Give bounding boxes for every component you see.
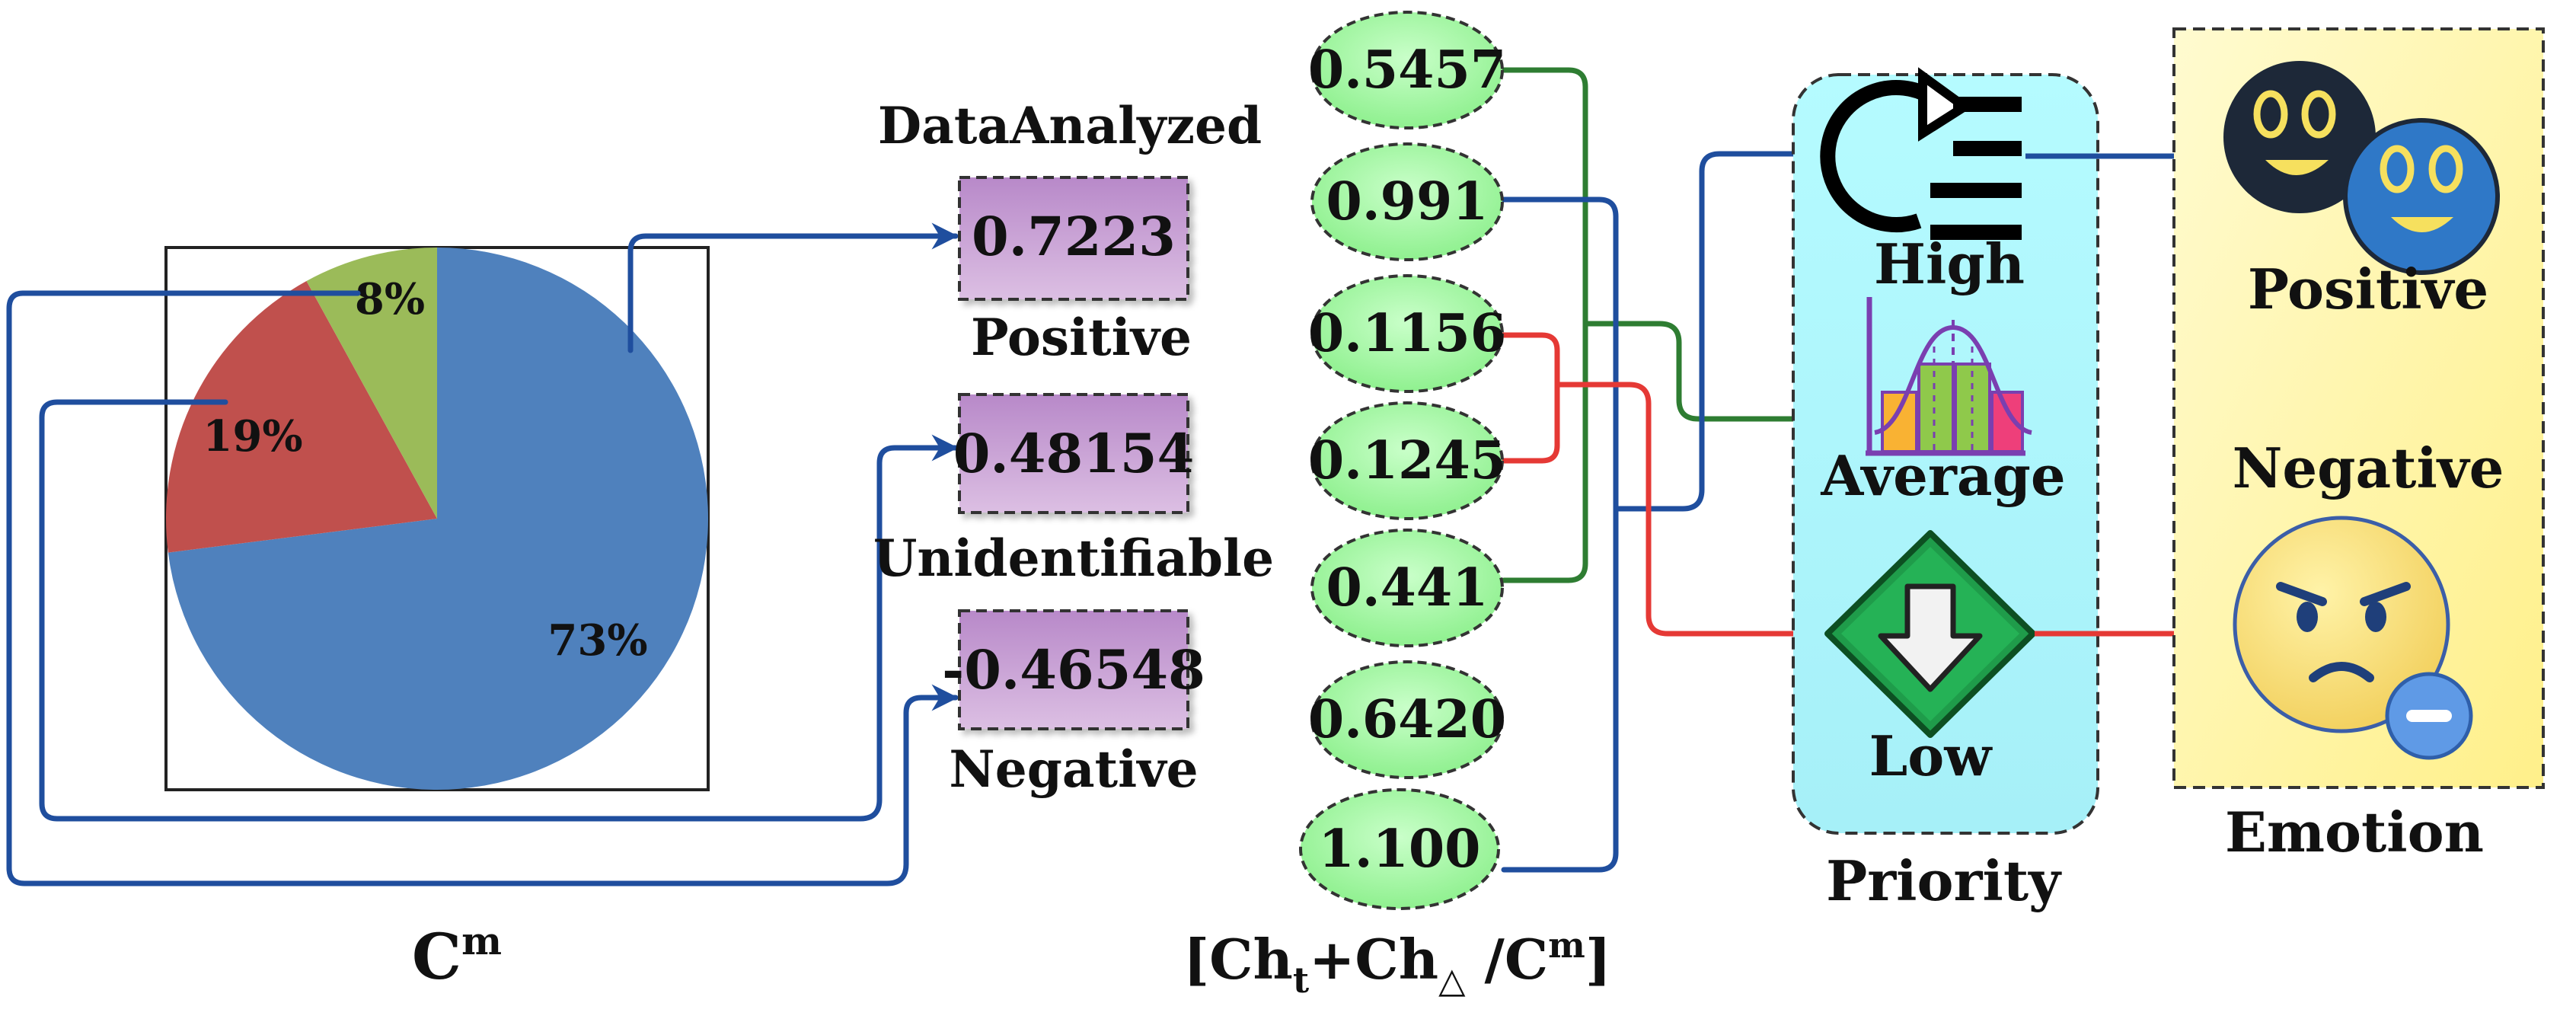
pie-slice-3	[306, 248, 437, 519]
negative-emotion-icon	[2233, 516, 2473, 760]
emotion-title: Emotion	[2225, 800, 2484, 864]
pie-slice-1	[168, 248, 709, 790]
low-priority-icon	[1824, 530, 2036, 738]
connector-green-average	[1582, 321, 1869, 433]
pie-slices	[165, 248, 709, 790]
value-box-positive: 0.7223	[958, 176, 1189, 301]
pie-label-19: 19%	[203, 411, 302, 462]
connector-8-negative	[6, 290, 959, 886]
value-box-negative-value: -0.46548	[942, 638, 1205, 701]
value-ellipse-7: 1.100	[1299, 788, 1500, 910]
connector-red-low	[1554, 382, 1827, 647]
value-ellipse-7-text: 1.100	[1319, 819, 1481, 880]
pie-label-8: 8%	[355, 274, 425, 324]
positive-emotion-icon	[2223, 61, 2500, 275]
high-priority-icon	[1820, 67, 2022, 240]
value-ellipse-2-text: 0.991	[1326, 171, 1489, 232]
priority-label-low: Low	[1869, 724, 1993, 788]
values-caption: [Cht+Ch△ /Cm]	[1183, 925, 1611, 1001]
value-connectors	[1501, 67, 1869, 873]
value-ellipse-6-text: 0.6420	[1308, 689, 1506, 750]
pie-caption: Cm	[412, 918, 502, 994]
value-box-positive-label: Positive	[971, 308, 1192, 367]
pie-chart-panel: 73% 19% 8%	[164, 246, 710, 791]
value-ellipse-1: 0.5457	[1308, 11, 1506, 129]
value-box-unidentifiable-label: Unidentifiable	[873, 529, 1274, 588]
value-ellipse-5-text: 0.441	[1326, 557, 1489, 618]
connector-red-main	[1501, 332, 1560, 464]
value-ellipse-2: 0.991	[1310, 142, 1504, 261]
emotion-label-negative: Negative	[2233, 436, 2504, 500]
value-ellipse-3-text: 0.1156	[1308, 303, 1506, 364]
value-box-negative: -0.46548	[942, 609, 1205, 730]
connector-green-top	[1501, 67, 1588, 583]
value-box-negative-label: Negative	[949, 739, 1198, 799]
value-box-positive-value: 0.7223	[972, 205, 1176, 268]
value-ellipse-6: 0.6420	[1308, 660, 1506, 779]
value-ellipse-4-text: 0.1245	[1308, 430, 1506, 491]
connector-73-positive	[627, 222, 959, 353]
connector-blue-high	[1613, 140, 1842, 512]
priority-label-average: Average	[1820, 443, 2065, 508]
pie-label-73: 73%	[547, 615, 647, 666]
pie-slice-2	[165, 281, 437, 553]
value-ellipse-4: 0.1245	[1308, 401, 1506, 520]
value-ellipses: 0.5457 0.991 0.1156 0.1245 0.441 0.6420 …	[1299, 11, 1506, 910]
value-ellipse-5: 0.441	[1310, 529, 1504, 647]
average-priority-icon	[1866, 297, 2032, 456]
value-box-unidentifiable: 0.48154	[953, 393, 1195, 514]
value-ellipse-1-text: 0.5457	[1308, 40, 1506, 101]
pie-connectors	[6, 222, 959, 886]
value-box-unidentifiable-value: 0.48154	[953, 422, 1195, 485]
connector-19-unidentifiable	[39, 399, 959, 822]
emotion-label-positive: Positive	[2248, 257, 2488, 321]
priority-label-high: High	[1874, 232, 2025, 296]
connector-blue-main	[1501, 196, 1619, 873]
value-ellipse-3: 0.1156	[1308, 274, 1506, 393]
data-analyzed-title: DataAnalyzed	[878, 96, 1262, 155]
priority-title: Priority	[1826, 848, 2062, 913]
